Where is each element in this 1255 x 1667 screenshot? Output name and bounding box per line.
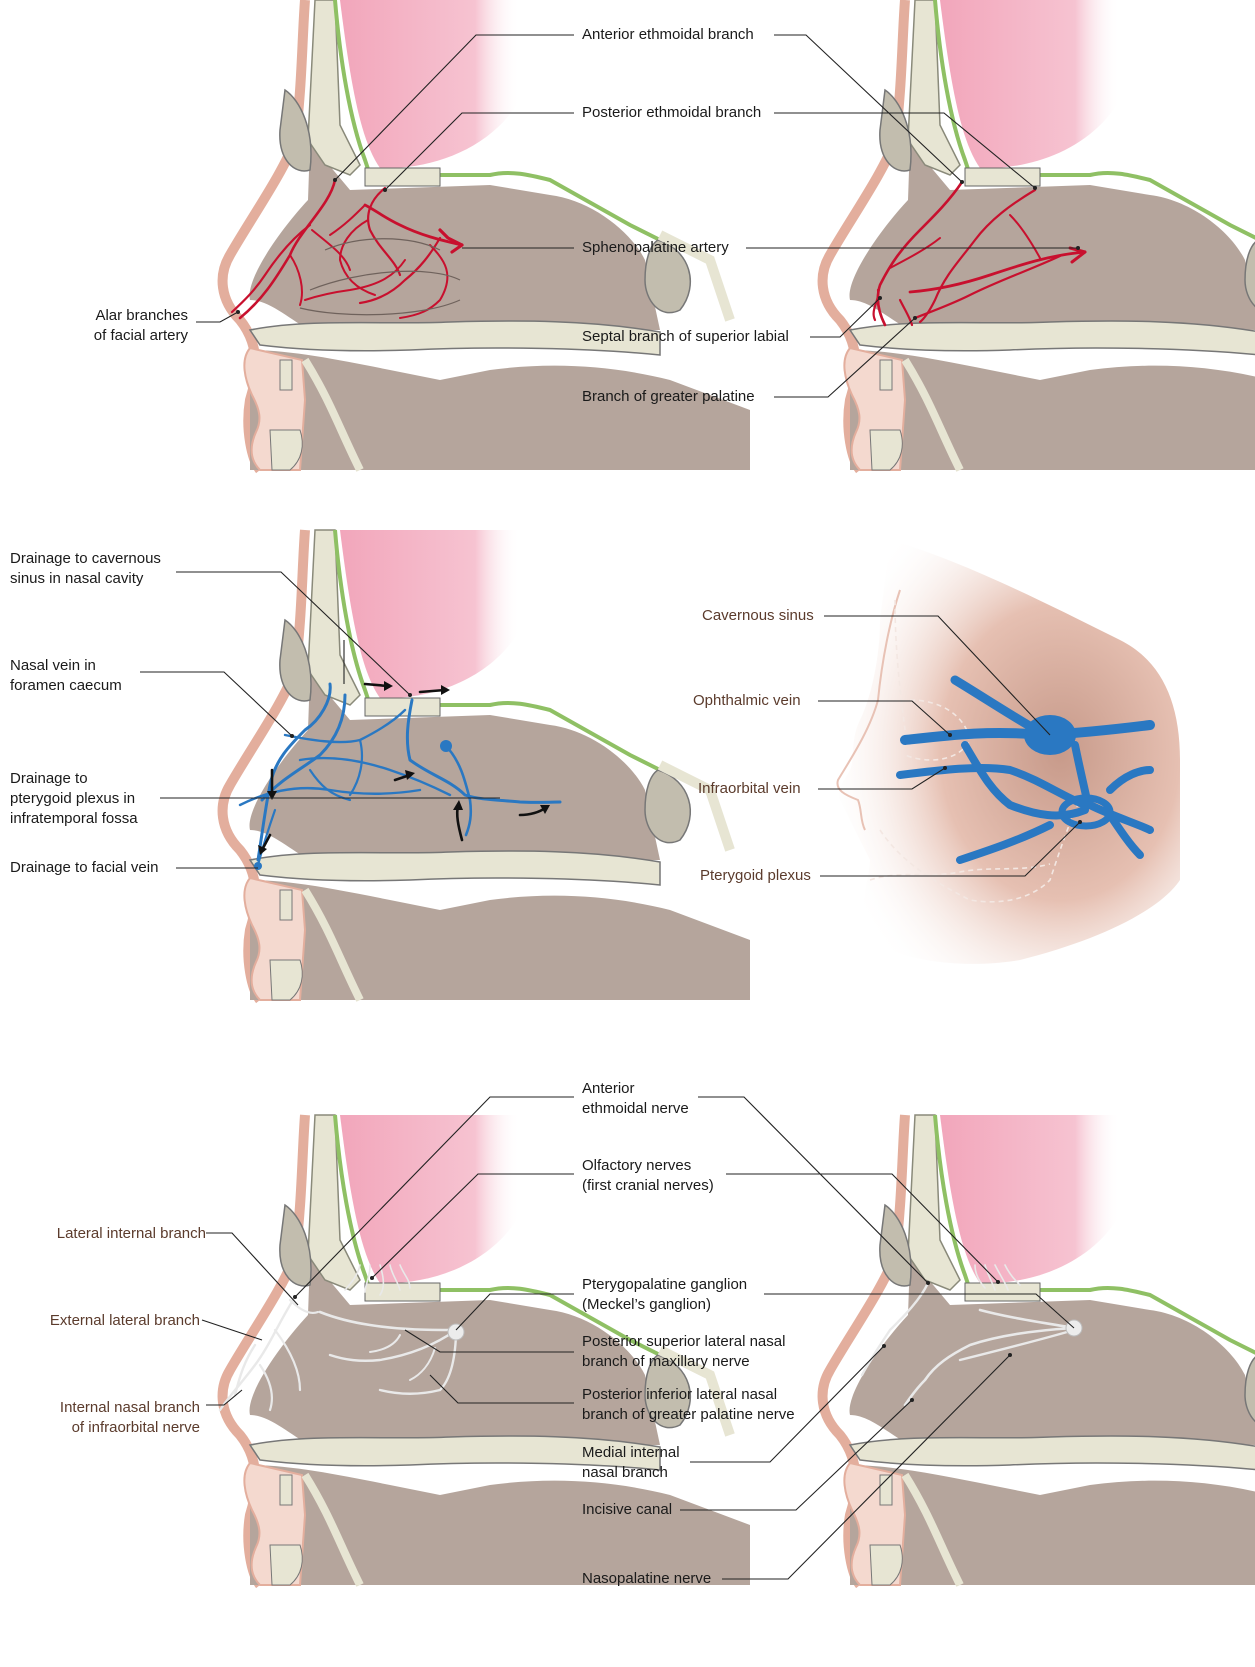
label-drainage-pterygoid-line2: pterygoid plexus in (10, 789, 138, 809)
label-post-sup-line1: Posterior superior lateral nasal (582, 1332, 785, 1352)
label-drainage-facial-vein: Drainage to facial vein (10, 858, 158, 878)
label-drainage-pterygoid-line3: infratemporal fossa (10, 809, 138, 829)
label-posterior-inferior-lateral-nasal: Posterior inferior lateral nasal branch … (582, 1385, 795, 1425)
label-pterygoid-plexus: Pterygoid plexus (700, 866, 811, 886)
label-external-lateral-branch: External lateral branch (10, 1311, 200, 1331)
label-medial-internal-line1: Medial internal (582, 1443, 680, 1463)
label-olfactory-nerves: Olfactory nerves (first cranial nerves) (582, 1156, 714, 1196)
panel-face-veins (837, 540, 1180, 964)
label-nasal-vein-line2: foramen caecum (10, 676, 122, 696)
label-sphenopalatine-artery: Sphenopalatine artery (582, 238, 729, 258)
label-lateral-internal-branch: Lateral internal branch (20, 1224, 206, 1244)
label-internal-nasal-line2: of infraorbital nerve (20, 1418, 200, 1438)
panel-nerves-septal (817, 1115, 1255, 1585)
label-drainage-cavernous: Drainage to cavernous sinus in nasal cav… (10, 549, 161, 589)
label-alar-line2: of facial artery (60, 326, 188, 346)
label-pterygopalatine-line2: (Meckel’s ganglion) (582, 1295, 747, 1315)
label-internal-nasal-line1: Internal nasal branch (20, 1398, 200, 1418)
label-greater-palatine-branch: Branch of greater palatine (582, 387, 755, 407)
panel-veins-lateral (217, 530, 750, 1000)
panel-arteries-septal (817, 0, 1255, 470)
label-nasal-vein: Nasal vein in foramen caecum (10, 656, 122, 696)
label-infraorbital-vein: Infraorbital vein (698, 779, 801, 799)
label-medial-internal-line2: nasal branch (582, 1463, 680, 1483)
label-anterior-ethmoidal-branch: Anterior ethmoidal branch (582, 25, 754, 45)
label-anterior-ethmoidal-nerve: Anterior ethmoidal nerve (582, 1079, 689, 1119)
label-cavernous-sinus: Cavernous sinus (702, 606, 814, 626)
label-nasopalatine-nerve: Nasopalatine nerve (582, 1569, 711, 1589)
label-internal-nasal-branch: Internal nasal branch of infraorbital ne… (20, 1398, 200, 1438)
label-post-sup-line2: branch of maxillary nerve (582, 1352, 785, 1372)
label-incisive-canal: Incisive canal (582, 1500, 672, 1520)
label-olfactory-line1: Olfactory nerves (582, 1156, 714, 1176)
label-ant-ethmoidal-line2: ethmoidal nerve (582, 1099, 689, 1119)
label-posterior-superior-lateral-nasal: Posterior superior lateral nasal branch … (582, 1332, 785, 1372)
label-nasal-vein-line1: Nasal vein in (10, 656, 122, 676)
label-pterygopalatine-line1: Pterygopalatine ganglion (582, 1275, 747, 1295)
label-septal-branch: Septal branch of superior labial (582, 327, 789, 347)
label-medial-internal-nasal-branch: Medial internal nasal branch (582, 1443, 680, 1483)
label-posterior-ethmoidal-branch: Posterior ethmoidal branch (582, 103, 761, 123)
label-drainage-pterygoid: Drainage to pterygoid plexus in infratem… (10, 769, 138, 829)
label-drainage-cavernous-line2: sinus in nasal cavity (10, 569, 161, 589)
label-olfactory-line2: (first cranial nerves) (582, 1176, 714, 1196)
label-post-inf-line1: Posterior inferior lateral nasal (582, 1385, 795, 1405)
label-ant-ethmoidal-line1: Anterior (582, 1079, 689, 1099)
label-alar-line1: Alar branches (60, 306, 188, 326)
label-post-inf-line2: branch of greater palatine nerve (582, 1405, 795, 1425)
label-alar-branches: Alar branches of facial artery (60, 306, 188, 346)
label-ophthalmic-vein: Ophthalmic vein (693, 691, 801, 711)
label-drainage-cavernous-line1: Drainage to cavernous (10, 549, 161, 569)
label-pterygopalatine-ganglion: Pterygopalatine ganglion (Meckel’s gangl… (582, 1275, 747, 1315)
label-drainage-pterygoid-line1: Drainage to (10, 769, 138, 789)
